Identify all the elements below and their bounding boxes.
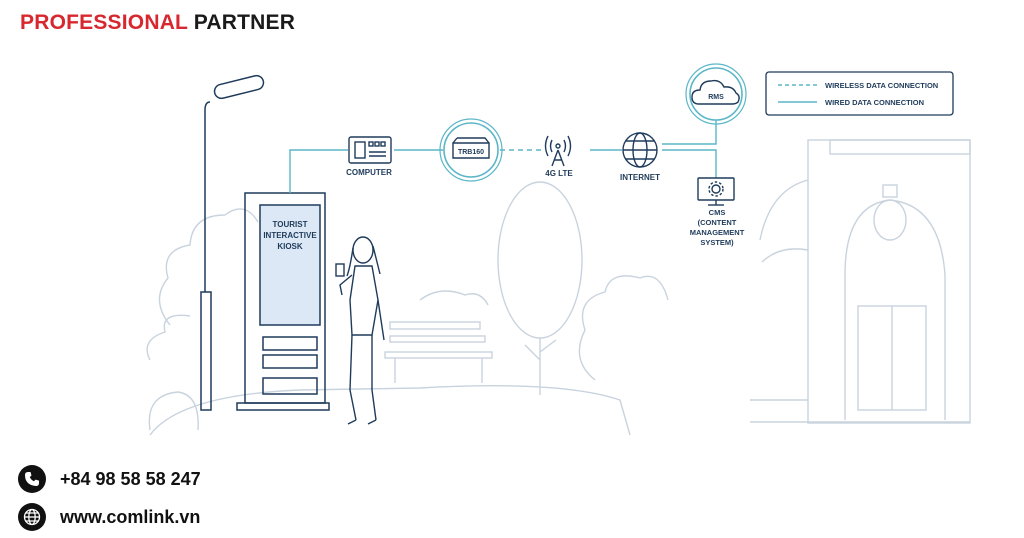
contact-website: www.comlink.vn: [18, 503, 200, 531]
internet-globe-icon: [622, 132, 658, 168]
cms-label-line4: SYSTEM): [700, 238, 734, 247]
phone-number: +84 98 58 58 247: [60, 468, 201, 489]
website-link[interactable]: www.comlink.vn: [60, 506, 201, 527]
lte-label: 4G LTE: [545, 169, 573, 178]
cms-label-line1: CMS: [709, 208, 726, 217]
cms-label-line3: MANAGEMENT: [690, 228, 745, 237]
cms-label-line2: (CONTENT: [698, 218, 737, 227]
router-icon: [452, 137, 490, 159]
page-title: PROFESSIONAL PARTNER: [20, 11, 295, 35]
antenna-icon: [544, 135, 572, 167]
kiosk-label-line2: INTERACTIVE: [263, 231, 317, 240]
title-part-professional: PROFESSIONAL: [20, 11, 188, 34]
kiosk: [236, 192, 330, 411]
router-node: [439, 118, 503, 182]
globe-icon: [18, 503, 46, 531]
cloud-icon: [691, 79, 740, 105]
computer-icon: [348, 136, 392, 164]
legend-wireless-label: WIRELESS DATA CONNECTION: [825, 81, 938, 90]
kiosk-label-line3: KIOSK: [277, 242, 303, 251]
phone-icon: [18, 465, 46, 493]
internet-label: INTERNET: [620, 173, 660, 182]
background-scenery: [146, 139, 971, 436]
contact-phone: +84 98 58 58 247: [18, 465, 201, 493]
title-part-partner: PARTNER: [193, 11, 296, 34]
street-lamp: [200, 74, 265, 411]
wired-connections: [289, 118, 717, 193]
rms-node: [685, 63, 747, 125]
rms-label: RMS: [708, 94, 724, 101]
router-label: TRB160: [458, 149, 484, 156]
kiosk-label-line1: TOURIST: [273, 220, 308, 229]
legend-wired-label: WIRED DATA CONNECTION: [825, 98, 924, 107]
legend: [765, 71, 954, 116]
person-figure: [335, 236, 385, 425]
computer-label: COMPUTER: [346, 168, 392, 177]
monitor-gear-icon: [697, 177, 735, 206]
